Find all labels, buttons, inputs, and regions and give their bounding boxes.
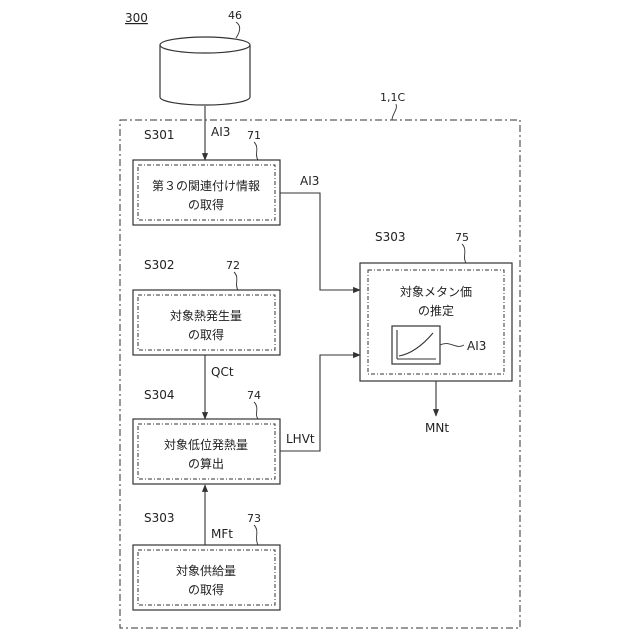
step-text-s304-line1: 対象低位発熱量 bbox=[164, 437, 248, 452]
arrow-s301-to-s303 bbox=[280, 193, 360, 290]
leader-73 bbox=[254, 525, 258, 545]
step-text-s304-line2: の算出 bbox=[188, 456, 224, 471]
step-text-s303-supply-line1: 対象供給量 bbox=[176, 564, 236, 578]
leader-71 bbox=[254, 142, 258, 160]
step-ref-73: 73 bbox=[247, 512, 261, 525]
step-ref-75: 75 bbox=[455, 231, 469, 244]
signal-lhvt: LHVt bbox=[286, 432, 315, 446]
step-box-s303-estimate bbox=[360, 263, 512, 381]
device-ref: 1,1C bbox=[380, 91, 405, 104]
signal-mft: MFt bbox=[211, 527, 233, 541]
signal-ai3-db: AI3 bbox=[211, 125, 230, 139]
signal-ai3-graph: AI3 bbox=[467, 339, 486, 353]
step-text-s303-estimate-line1: 対象メタン価 bbox=[400, 285, 472, 299]
step-ref-71: 71 bbox=[247, 129, 261, 142]
step-id-s303-estimate: S303 bbox=[375, 230, 406, 244]
step-text-s301-line2: の取得 bbox=[188, 197, 224, 212]
figure-label: 300 bbox=[125, 11, 148, 25]
step-text-s302-line2: の取得 bbox=[188, 327, 224, 342]
signal-ai3-out: AI3 bbox=[300, 174, 319, 188]
step-ref-74: 74 bbox=[247, 389, 261, 402]
device-ref-leader bbox=[392, 104, 396, 120]
signal-mnt: MNt bbox=[425, 421, 449, 435]
step-text-s302-line1: 対象熱発生量 bbox=[170, 309, 242, 323]
step-ref-72: 72 bbox=[226, 259, 240, 272]
step-text-s303-supply-line2: の取得 bbox=[188, 582, 224, 597]
leader-72 bbox=[234, 272, 238, 290]
graph-ai3-leader bbox=[440, 344, 464, 347]
leader-74 bbox=[254, 402, 258, 419]
graph-icon bbox=[392, 326, 440, 364]
step-id-s301: S301 bbox=[144, 128, 175, 142]
step-id-s304: S304 bbox=[144, 388, 175, 402]
step-id-s302: S302 bbox=[144, 258, 175, 272]
step-text-s301-line1: 第３の関連付け情報 bbox=[152, 179, 260, 193]
signal-qct: QCt bbox=[211, 365, 234, 379]
database-ref: 46 bbox=[228, 9, 242, 22]
database-cylinder-icon bbox=[160, 37, 250, 105]
step-text-s303-estimate-line2: の推定 bbox=[418, 303, 454, 318]
leader-75 bbox=[462, 244, 466, 263]
step-id-s303-supply: S303 bbox=[144, 511, 175, 525]
database-ref-leader bbox=[236, 22, 240, 38]
